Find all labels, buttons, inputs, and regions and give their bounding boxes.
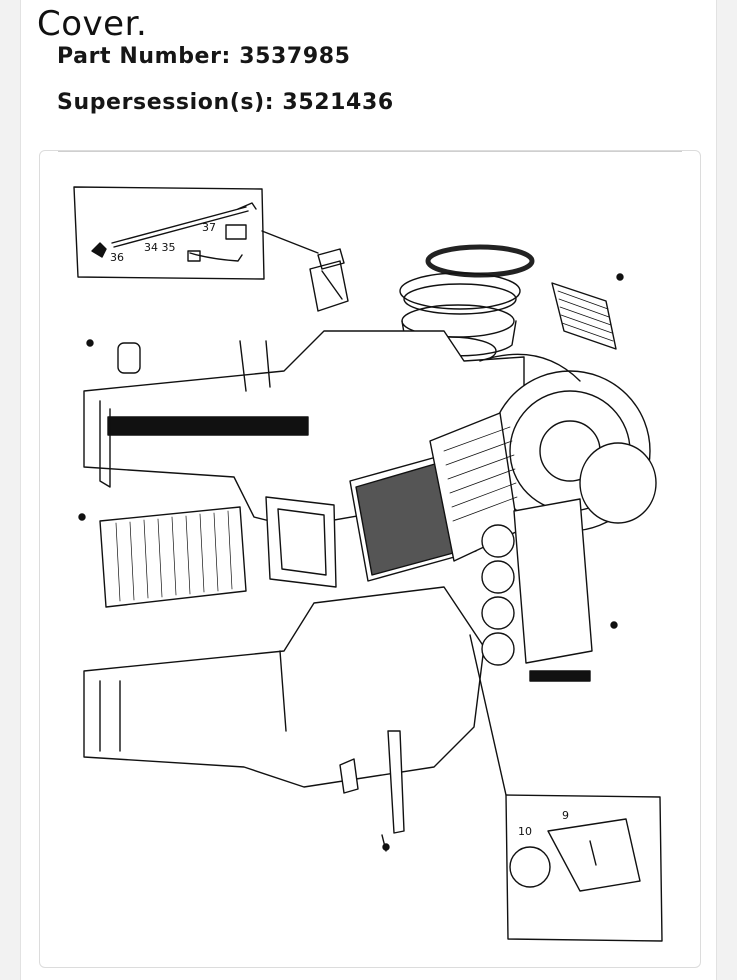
- heater-core: [99, 506, 247, 608]
- bracket: [339, 730, 405, 852]
- grille-panel: [551, 282, 617, 350]
- callout-9: 9: [562, 809, 569, 822]
- fasteners: [78, 273, 624, 851]
- evaporator-core: [349, 412, 519, 582]
- inset-box-bottom: [469, 634, 663, 942]
- supersession-label: Supersession(s):: [57, 90, 275, 115]
- frame-panel: [265, 496, 337, 588]
- callout-36: 36: [110, 251, 124, 264]
- relay-module: [309, 248, 349, 312]
- inset-box-top: [73, 186, 319, 280]
- lower-housing: [83, 586, 485, 788]
- duct-piece: [481, 498, 593, 682]
- part-number-row: Part Number: 3537985: [57, 44, 351, 69]
- product-page: Cover. Part Number: 3537985 Supersession…: [20, 0, 717, 980]
- exploded-parts-diagram: 37 34 35 36 10 9: [73, 186, 663, 942]
- part-number-value: 3537985: [239, 44, 351, 69]
- page-title: Cover.: [37, 4, 148, 44]
- part-number-label: Part Number:: [57, 44, 231, 69]
- callout-10: 10: [518, 825, 532, 838]
- supersession-row: Supersession(s): 3521436: [57, 90, 394, 115]
- supersession-value: 3521436: [282, 90, 394, 115]
- callout-34-35: 34 35: [144, 241, 176, 254]
- card-divider: [58, 151, 682, 152]
- diagram-card[interactable]: 37 34 35 36 10 9: [39, 150, 701, 968]
- blower-housing: [479, 353, 657, 532]
- callout-37: 37: [202, 221, 216, 234]
